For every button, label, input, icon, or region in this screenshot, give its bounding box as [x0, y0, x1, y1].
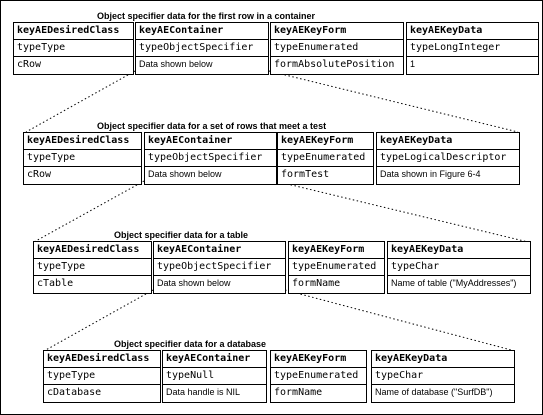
- column-value: formAbsolutePosition: [274, 59, 395, 70]
- column-type: typeNull: [163, 368, 266, 385]
- column-value: formTest: [281, 169, 330, 180]
- column-type: typeObjectSpecifier: [136, 40, 268, 57]
- column-header: keyAEKeyForm: [278, 133, 373, 150]
- connector-3-left: [43, 289, 154, 352]
- column-desired-class: keyAEDesiredClass typeType cTable: [33, 241, 152, 294]
- column-type: typeType: [14, 40, 133, 57]
- column-header: keyAEKeyForm: [289, 242, 384, 259]
- column-container: keyAEContainer typeObjectSpecifier Data …: [135, 22, 269, 75]
- column-type: typeObjectSpecifier: [154, 259, 285, 276]
- column-type: typeType: [34, 259, 151, 276]
- column-header: keyAEDesiredClass: [14, 23, 133, 40]
- column-value: cRow: [27, 169, 52, 180]
- section-title: Object specifier data for a table: [114, 230, 249, 240]
- column-type: typeChar: [388, 259, 530, 276]
- column-value: formName: [274, 387, 323, 398]
- column-type: typeLongInteger: [407, 40, 538, 57]
- column-value: Data shown below: [139, 59, 213, 69]
- column-header: keyAEContainer: [136, 23, 268, 40]
- column-key-data: keyAEKeyData typeChar Name of table ("My…: [387, 241, 531, 294]
- column-header: keyAEContainer: [154, 242, 285, 259]
- column-type: typeEnumerated: [278, 150, 373, 167]
- column-value: cRow: [17, 59, 42, 70]
- section-title: Object specifier data for the first row …: [97, 11, 316, 21]
- column-header: keyAEKeyForm: [271, 351, 366, 368]
- column-key-form: keyAEKeyForm typeEnumerated formTest: [277, 132, 374, 185]
- column-header: keyAEContainer: [163, 351, 266, 368]
- column-header: keyAEKeyForm: [271, 23, 403, 40]
- column-value: Data shown in Figure 6-4: [380, 169, 481, 179]
- column-header: keyAEKeyData: [407, 23, 538, 40]
- column-header: keyAEKeyData: [377, 133, 519, 150]
- column-header: keyAEContainer: [145, 133, 276, 150]
- column-type: typeEnumerated: [289, 259, 384, 276]
- column-type: typeType: [44, 368, 160, 385]
- column-value: Data handle is NIL: [166, 387, 241, 397]
- connector-1-left: [25, 70, 136, 133]
- column-header: keyAEDesiredClass: [44, 351, 160, 368]
- column-key-data: keyAEKeyData typeChar Name of database (…: [371, 350, 515, 403]
- column-header: keyAEDesiredClass: [24, 133, 141, 150]
- column-value: Data shown below: [157, 278, 231, 288]
- column-value: Name of table ("MyAddresses"): [391, 278, 517, 288]
- column-value: cDatabase: [47, 387, 102, 398]
- column-value: Name of database ("SurfDB"): [375, 387, 493, 397]
- column-value: 1: [410, 59, 416, 69]
- column-type: typeEnumerated: [271, 40, 403, 57]
- column-type: typeType: [24, 150, 141, 167]
- connector-2-left: [33, 180, 145, 243]
- column-container: keyAEContainer typeObjectSpecifier Data …: [144, 132, 277, 185]
- column-desired-class: keyAEDesiredClass typeType cRow: [23, 132, 142, 185]
- column-value: formName: [292, 278, 341, 289]
- column-type: typeChar: [372, 368, 514, 385]
- section-title: Object specifier data for a database: [114, 339, 267, 349]
- column-key-form: keyAEKeyForm typeEnumerated formName: [270, 350, 367, 403]
- connector-3-right: [284, 289, 516, 352]
- column-key-form: keyAEKeyForm typeEnumerated formAbsolute…: [270, 22, 404, 75]
- column-type: typeEnumerated: [271, 368, 366, 385]
- column-type: typeLogicalDescriptor: [377, 150, 519, 167]
- column-key-form: keyAEKeyForm typeEnumerated formName: [288, 241, 385, 294]
- column-header: keyAEKeyData: [372, 351, 514, 368]
- connector-1-right: [268, 70, 519, 133]
- section-title: Object specifier data for a set of rows …: [97, 121, 327, 131]
- column-key-data: keyAEKeyData typeLongInteger 1: [406, 22, 539, 75]
- column-container: keyAEContainer typeObjectSpecifier Data …: [153, 241, 286, 294]
- column-value: Data shown below: [148, 169, 222, 179]
- column-desired-class: keyAEDesiredClass typeType cRow: [13, 22, 134, 75]
- column-container: keyAEContainer typeNull Data handle is N…: [162, 350, 267, 403]
- column-desired-class: keyAEDesiredClass typeType cDatabase: [43, 350, 161, 403]
- connector-2-right: [274, 180, 529, 243]
- column-header: keyAEKeyData: [388, 242, 530, 259]
- column-type: typeObjectSpecifier: [145, 150, 276, 167]
- column-value: cTable: [37, 278, 74, 289]
- column-key-data: keyAEKeyData typeLogicalDescriptor Data …: [376, 132, 520, 185]
- column-header: keyAEDesiredClass: [34, 242, 151, 259]
